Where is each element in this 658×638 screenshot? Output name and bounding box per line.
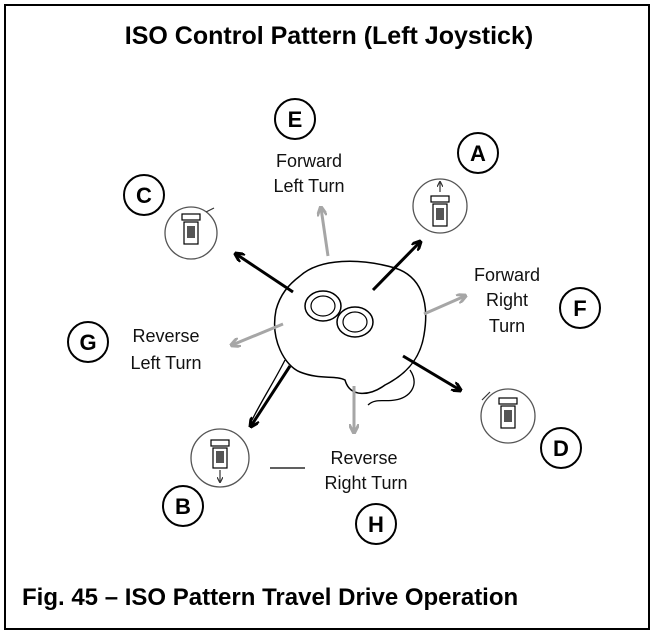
svg-text:D: D — [553, 436, 569, 461]
svg-text:F: F — [573, 296, 586, 321]
svg-text:B: B — [175, 494, 191, 519]
badge-a: A — [457, 132, 499, 174]
svg-text:A: A — [470, 141, 486, 166]
arrow-forward-a — [371, 242, 420, 292]
label-e-line1: Forward — [276, 151, 342, 171]
label-f-line3: Turn — [489, 316, 525, 336]
badge-g: G — [67, 321, 109, 363]
figure-title: ISO Control Pattern (Left Joystick) — [124, 22, 534, 50]
svg-text:G: G — [79, 330, 96, 355]
label-f-line1: Forward — [474, 265, 540, 285]
svg-text:H: H — [368, 512, 384, 537]
joystick-illustration — [251, 260, 427, 421]
arrow-forward-left-e — [321, 208, 330, 257]
arrow-forward-right-f — [423, 296, 465, 316]
badge-c: C — [123, 174, 165, 216]
badge-f: F — [559, 287, 601, 329]
machine-icon-pivot-right — [480, 388, 536, 444]
label-g-line2: Left Turn — [130, 353, 201, 373]
badge-h: H — [355, 503, 397, 545]
badge-d: D — [540, 427, 582, 469]
label-e-line2: Left Turn — [273, 176, 344, 196]
figure-caption: Fig. 45 – ISO Pattern Travel Drive Opera… — [22, 584, 519, 611]
machine-icon-forward — [412, 178, 468, 234]
label-h-line2: Right Turn — [324, 473, 407, 493]
badge-b: B — [162, 485, 204, 527]
svg-text:C: C — [136, 183, 152, 208]
machine-icon-pivot-left — [164, 206, 218, 260]
label-f-line2: Right — [486, 290, 528, 310]
svg-text:E: E — [288, 107, 303, 132]
figure-frame — [4, 4, 650, 630]
machine-icon-reverse — [190, 428, 250, 488]
badge-e: E — [274, 98, 316, 140]
arrow-pivot-c — [236, 254, 294, 294]
label-g-line1: Reverse — [132, 326, 199, 346]
label-h-line1: Reverse — [330, 448, 397, 468]
arrow-pivot-d — [402, 354, 460, 390]
arrow-reverse-left-g — [232, 322, 284, 345]
arrow-reverse-b — [251, 365, 292, 426]
